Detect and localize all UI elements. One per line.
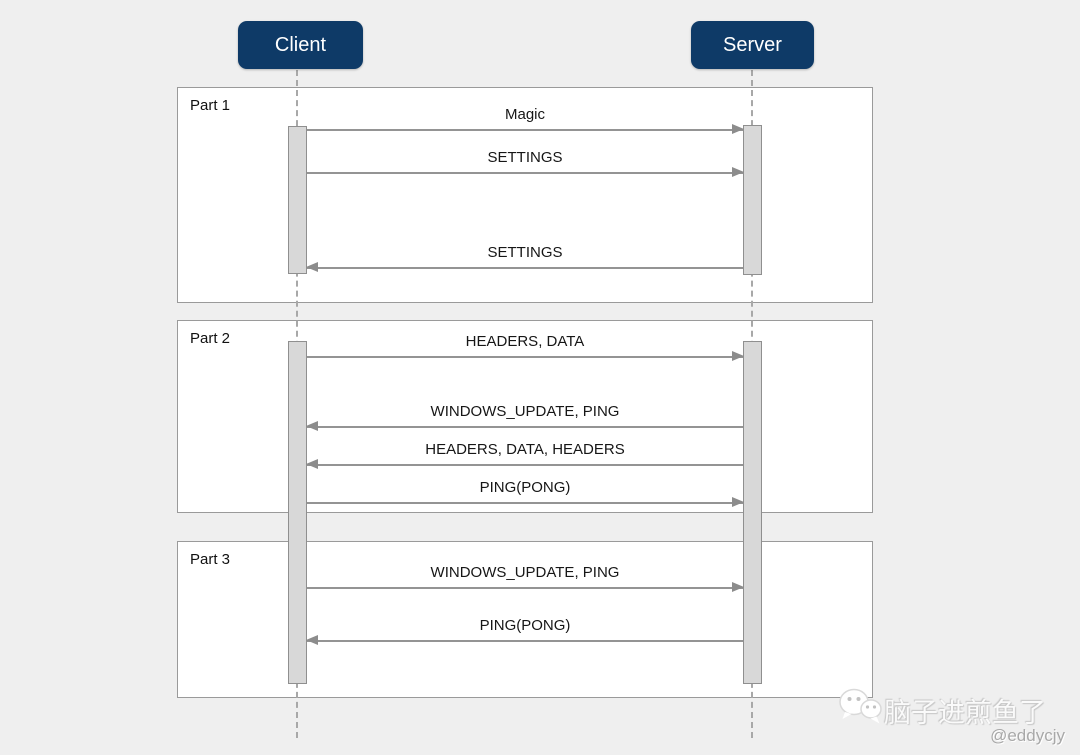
frame-part-3-label: Part 3 <box>190 551 231 568</box>
arrowhead-left-icon <box>306 421 318 431</box>
message-label: SETTINGS <box>487 149 563 166</box>
arrowhead-right-icon <box>732 124 744 134</box>
actor-server: Server <box>691 21 814 69</box>
message-arrow-line <box>307 587 743 589</box>
message-arrow-line <box>307 129 743 131</box>
frame-part-1-label: Part 1 <box>190 97 231 114</box>
actor-server-label: Server <box>723 33 782 56</box>
message-label: PING(PONG) <box>479 617 571 634</box>
activation-bar-client-part2-3 <box>288 341 307 684</box>
actor-client-label: Client <box>274 33 327 56</box>
message-label: HEADERS, DATA <box>465 333 585 350</box>
arrowhead-left-icon <box>306 262 318 272</box>
message-arrow-line <box>307 502 743 504</box>
frame-part-2-label: Part 2 <box>190 330 231 347</box>
watermark-brand-text: 脑子进煎鱼了 <box>884 698 1046 728</box>
arrowhead-right-icon <box>732 582 744 592</box>
wechat-logo-icon <box>839 688 882 724</box>
message-arrow-line <box>307 464 743 466</box>
arrowhead-right-icon <box>732 351 744 361</box>
message-label: WINDOWS_UPDATE, PING <box>430 403 620 420</box>
activation-bar-server-part2-3 <box>743 341 762 684</box>
message-label: HEADERS, DATA, HEADERS <box>425 441 625 458</box>
message-arrow-line <box>307 356 743 358</box>
message-arrow-line <box>307 426 743 428</box>
arrowhead-left-icon <box>306 459 318 469</box>
message-arrow-line <box>307 267 743 269</box>
arrowhead-right-icon <box>732 167 744 177</box>
activation-bar-server-part1 <box>743 125 762 275</box>
watermark-handle-text: @eddycjy <box>990 726 1065 745</box>
message-arrow-line <box>307 640 743 642</box>
message-label: PING(PONG) <box>479 479 571 496</box>
arrowhead-right-icon <box>732 497 744 507</box>
message-label: SETTINGS <box>487 244 563 261</box>
activation-bar-client-part1 <box>288 126 307 274</box>
message-label: Magic <box>504 106 545 123</box>
message-arrow-line <box>307 172 743 174</box>
message-label: WINDOWS_UPDATE, PING <box>430 564 620 581</box>
actor-client: Client <box>238 21 363 69</box>
arrowhead-left-icon <box>306 635 318 645</box>
